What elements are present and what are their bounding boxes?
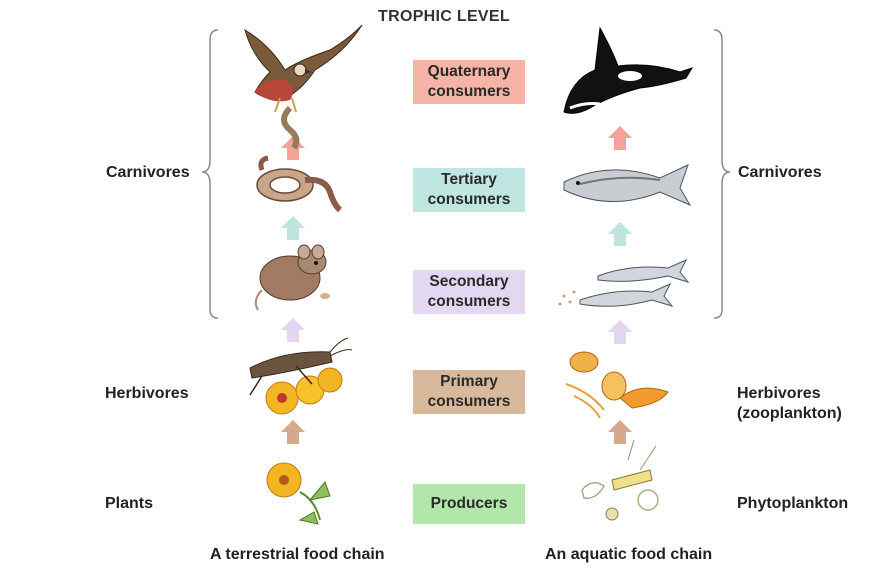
right-brace	[714, 30, 730, 318]
arrow-terrestrial-primary	[281, 420, 305, 444]
arrow-aquatic-primary	[608, 420, 632, 444]
arrow-aquatic-tertiary	[608, 222, 632, 246]
arrow-terrestrial-quaternary	[281, 136, 305, 160]
arrow-aquatic-secondary	[608, 320, 632, 344]
arrow-terrestrial-secondary	[281, 318, 305, 342]
tuna-icon	[564, 165, 690, 205]
arrow-aquatic-quaternary	[608, 126, 632, 150]
snake-icon	[257, 158, 340, 210]
left-brace	[202, 30, 218, 318]
herring-icon	[559, 260, 689, 306]
mouse-icon	[256, 245, 330, 310]
zooplankton-icon	[566, 352, 668, 418]
orca-icon	[564, 28, 692, 113]
hawk-icon	[245, 25, 362, 148]
phytoplankton-icon	[582, 440, 658, 520]
grasshopper-icon	[250, 338, 352, 414]
flower-icon	[267, 463, 330, 524]
arrow-terrestrial-tertiary	[281, 216, 305, 240]
